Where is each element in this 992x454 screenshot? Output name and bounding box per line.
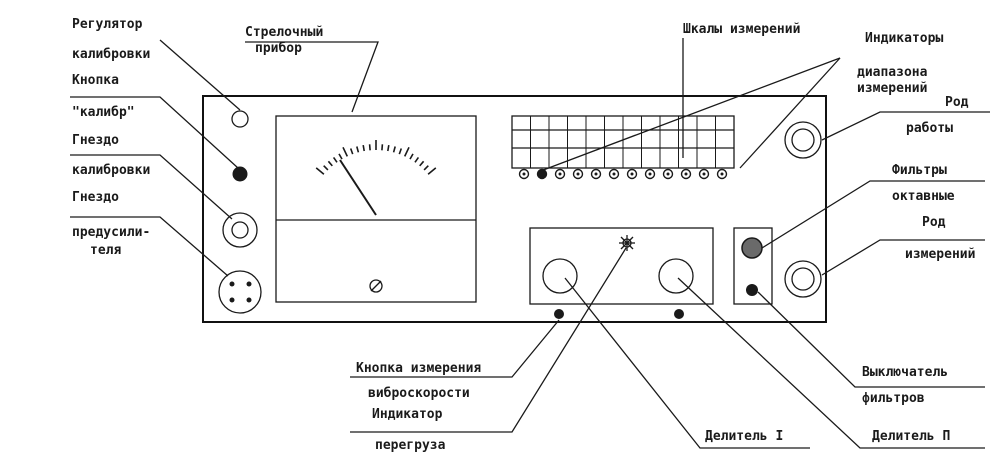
lamp-dot: [558, 172, 562, 176]
lamp-dot: [594, 172, 598, 176]
label-calib-regulator-2: калибровки: [72, 47, 150, 62]
meter-tick: [342, 146, 349, 157]
meter-tick: [381, 144, 384, 151]
meter-tick: [387, 144, 390, 152]
lamp-dot: [576, 172, 580, 176]
label-scales: Шкалы измерений: [683, 22, 800, 37]
center-control-block: [529, 227, 714, 305]
label-vibro-button-2: виброскорости: [368, 386, 470, 401]
leader-lines: [70, 38, 990, 449]
overload-reset-button: [674, 309, 684, 319]
calibration-regulator: [231, 110, 249, 128]
label-divider-2: Делитель П: [872, 429, 950, 444]
label-pointer-meter-2: прибор: [255, 41, 302, 56]
meter-needle: [339, 159, 377, 216]
filter-block: [733, 227, 773, 305]
lamp-dot: [612, 172, 616, 176]
label-preamp-socket-3: теля: [90, 243, 121, 258]
label-preamp-socket-2: предусили-: [72, 225, 150, 240]
label-calib-button-1: Кнопка: [72, 73, 119, 88]
label-work-mode-1: Род: [945, 95, 969, 110]
label-overload-ind-2: перегруза: [375, 438, 446, 453]
lamp-dot: [720, 172, 724, 176]
meter-tick: [315, 167, 325, 175]
label-calib-button-2: "калибр": [72, 105, 135, 120]
label-calib-socket-1: Гнездо: [72, 133, 119, 148]
meter-tick: [323, 165, 329, 171]
overload-indicator-lamp: [619, 235, 635, 251]
meter-tick: [414, 156, 420, 163]
label-octave-filters-2: октавные: [892, 189, 955, 204]
preamplifier-socket: [218, 270, 262, 314]
label-divider-1: Делитель I: [705, 429, 783, 444]
label-octave-filters-1: Фильтры: [892, 163, 947, 178]
meter-tick: [356, 146, 360, 153]
label-filter-switch-2: фильтров: [862, 391, 925, 406]
label-preamp-socket-1: Гнездо: [72, 190, 119, 205]
measurement-scales: [511, 115, 735, 169]
label-range-indicators-2: диапазона: [857, 65, 928, 80]
label-overload-ind-1: Индикатор: [372, 407, 443, 422]
vibration-velocity-button: [554, 309, 564, 319]
divider-1-knob: [542, 258, 578, 294]
zero-adjust-screw: [369, 279, 383, 293]
label-pointer-meter-1: Стрелочный: [245, 25, 323, 40]
label-vibro-button-1: Кнопка измерения: [356, 361, 481, 376]
lamp-dot: [684, 172, 688, 176]
meter-scale-ticks: [315, 140, 437, 175]
label-measure-mode-1: Род: [922, 215, 946, 230]
lamp-dot: [630, 172, 634, 176]
measure-mode-knob: [784, 260, 822, 298]
pointer-meter: [275, 115, 477, 303]
meter-tick: [409, 153, 414, 160]
label-filter-switch-1: Выключатель: [862, 365, 948, 380]
meter-tick: [362, 144, 365, 152]
meter-tick: [349, 148, 354, 155]
lamp-dot: [666, 172, 670, 176]
label-work-mode-2: работы: [906, 121, 953, 136]
meter-tick: [368, 144, 371, 151]
calibration-button: [232, 166, 248, 182]
meter-tick: [427, 167, 437, 175]
meter-tick: [392, 146, 396, 153]
octave-filter-knob: [741, 237, 763, 259]
work-mode-knob: [784, 121, 822, 159]
meter-tick: [338, 153, 343, 160]
label-calib-socket-2: калибровки: [72, 163, 150, 178]
calibration-socket: [222, 212, 258, 248]
meter-tick: [398, 148, 403, 155]
meter-tick: [327, 160, 333, 167]
lamp-dot: [648, 172, 652, 176]
label-measure-mode-2: измерений: [905, 247, 975, 262]
range-indicators: [518, 168, 728, 180]
meter-tick: [332, 156, 338, 163]
label-calib-regulator-1: Регулятор: [72, 17, 143, 32]
label-range-indicators-1: Индикаторы: [865, 31, 943, 46]
filter-switch: [746, 284, 758, 296]
meter-tick: [403, 146, 410, 157]
lamp-dot: [522, 172, 526, 176]
meter-tick: [419, 160, 425, 167]
meter-tick: [423, 165, 429, 171]
label-range-indicators-3: измерений: [857, 81, 927, 96]
divider-2-knob: [658, 258, 694, 294]
lamp-dot: [540, 172, 544, 176]
lamp-dot: [702, 172, 706, 176]
